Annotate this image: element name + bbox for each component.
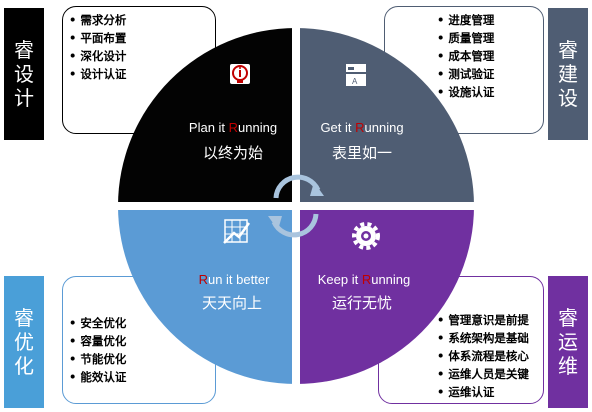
side-label-operate: 睿 运 维 <box>548 276 588 408</box>
get-title-pre: Get it <box>320 120 355 135</box>
get-title-red: R <box>355 120 364 135</box>
design-list-item: 需求分析 <box>69 11 215 29</box>
keep-title: Keep it Running <box>318 272 411 287</box>
plan-title-red: R <box>229 120 238 135</box>
side-label-operate-char-2: 运 <box>558 330 578 354</box>
build-list-item: 进度管理 <box>437 11 543 29</box>
cycle-arrows-icon <box>268 174 324 238</box>
run-title-red: R <box>199 272 208 287</box>
divider-horizontal <box>112 202 480 210</box>
side-label-design-char-1: 睿 <box>14 38 34 62</box>
build-list: 进度管理 质量管理 成本管理 测试验证 设施认证 <box>437 11 543 101</box>
side-label-build-char-2: 建 <box>558 62 578 86</box>
plan-subtitle: 以终为始 <box>203 144 263 162</box>
plan-title: Plan it Running <box>189 120 277 135</box>
side-label-optimize-char-3: 化 <box>14 354 34 378</box>
design-list-item: 设计认证 <box>69 65 215 83</box>
build-list-item: 测试验证 <box>437 65 543 83</box>
documents-icon: A <box>346 64 366 86</box>
optimize-list-item: 能效认证 <box>69 368 215 386</box>
design-list-item: 深化设计 <box>69 47 215 65</box>
operate-list-item: 体系流程是核心 <box>437 347 543 365</box>
design-list-item: 平面布置 <box>69 29 215 47</box>
keep-subtitle: 运行无忧 <box>332 294 392 312</box>
side-label-build-char-1: 睿 <box>558 38 578 62</box>
get-subtitle: 表里如一 <box>332 144 392 162</box>
build-list-item: 成本管理 <box>437 47 543 65</box>
side-label-design: 睿 设 计 <box>4 8 44 140</box>
side-label-build: 睿 建 设 <box>548 8 588 140</box>
keep-title-post: unning <box>371 272 410 287</box>
optimize-list-item: 节能优化 <box>69 350 215 368</box>
side-label-optimize: 睿 优 化 <box>4 276 44 408</box>
side-label-operate-char-3: 维 <box>558 354 578 378</box>
optimize-list-item: 容量优化 <box>69 332 215 350</box>
build-list-item: 设施认证 <box>437 83 543 101</box>
run-title-post: un it better <box>208 272 270 287</box>
run-subtitle: 天天向上 <box>202 294 262 312</box>
design-list: 需求分析 平面布置 深化设计 设计认证 <box>69 11 215 83</box>
optimize-list: 安全优化 容量优化 节能优化 能效认证 <box>69 314 215 386</box>
get-title: Get it Running <box>320 120 403 135</box>
get-title-post: unning <box>365 120 404 135</box>
side-label-design-char-2: 设 <box>14 62 34 86</box>
run-title: Run it better <box>199 272 270 287</box>
side-label-operate-char-1: 睿 <box>558 306 578 330</box>
quadrant-keep <box>296 206 474 384</box>
svg-text:A: A <box>352 77 358 86</box>
build-list-item: 质量管理 <box>437 29 543 47</box>
side-label-optimize-char-1: 睿 <box>14 306 34 330</box>
keep-title-red: R <box>362 272 371 287</box>
idea-bulb-icon <box>230 64 250 84</box>
operate-list-item: 管理意识是前提 <box>437 311 543 329</box>
side-label-build-char-3: 设 <box>558 86 578 110</box>
optimize-list-item: 安全优化 <box>69 314 215 332</box>
quadrant-run <box>118 206 296 384</box>
plan-title-pre: Plan it <box>189 120 229 135</box>
quadrant-get <box>296 28 474 206</box>
operate-list-item: 系统架构是基础 <box>437 329 543 347</box>
operate-list: 管理意识是前提 系统架构是基础 体系流程是核心 运维人员是关键 运维认证 <box>437 311 543 401</box>
keep-title-pre: Keep it <box>318 272 362 287</box>
quadrant-plan <box>118 28 296 206</box>
gear-icon <box>352 222 380 250</box>
side-label-design-char-3: 计 <box>14 86 34 110</box>
operate-list-item: 运维认证 <box>437 383 543 401</box>
operate-list-item: 运维人员是关键 <box>437 365 543 383</box>
growth-chart-icon <box>223 219 251 244</box>
plan-title-post: unning <box>238 120 277 135</box>
side-label-optimize-char-2: 优 <box>14 330 34 354</box>
